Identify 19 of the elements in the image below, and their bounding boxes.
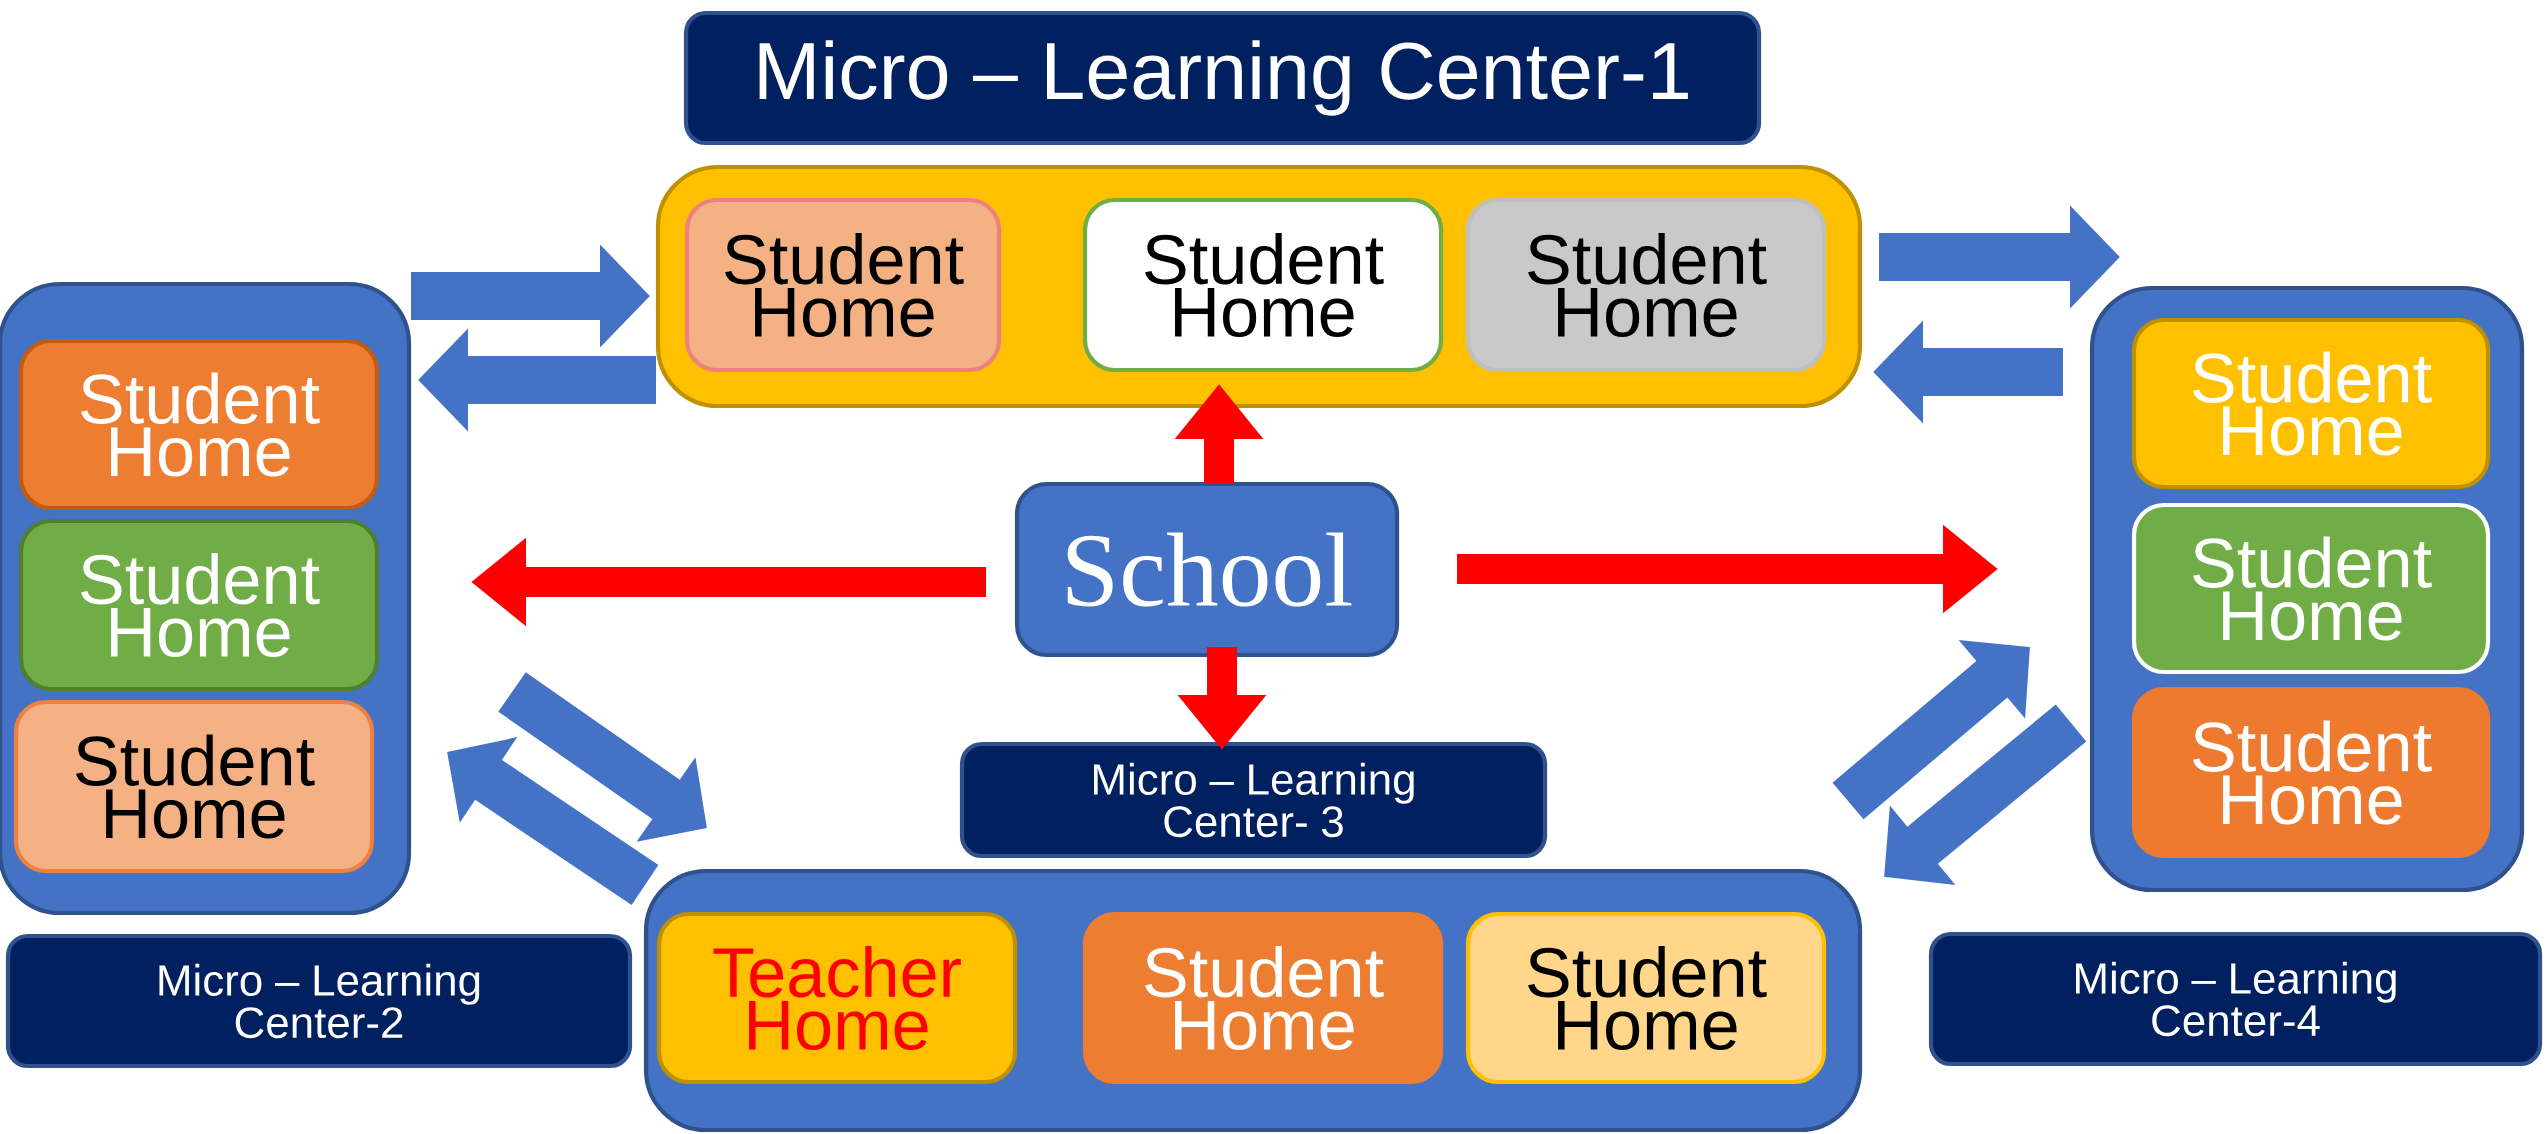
home-box: Teacher Home [656,911,1018,1085]
school-box: School [1014,481,1400,658]
block-arrow [1884,704,2087,885]
home-box: Student Home [684,197,1002,373]
center-label: Micro – Learning Center- 3 [959,741,1548,859]
home-box: Student Home [18,338,380,511]
title-banner: Micro – Learning Center-1 [683,10,1762,146]
home-box: Student Home [1082,197,1444,373]
home-box: Student Home [2131,502,2491,675]
center-label: Micro – Learning Center-2 [5,933,633,1069]
center-label: Micro – Learning Center-4 [1928,931,2543,1067]
home-box: Student Home [2131,317,2491,490]
home-box: Student Home [1465,911,1827,1085]
home-box: Student Home [13,699,375,874]
home-box: Student Home [1082,911,1444,1085]
block-arrow [1832,639,2030,820]
home-box: Student Home [1465,197,1827,373]
home-box: Student Home [18,518,380,692]
home-box: Student Home [2131,686,2491,859]
